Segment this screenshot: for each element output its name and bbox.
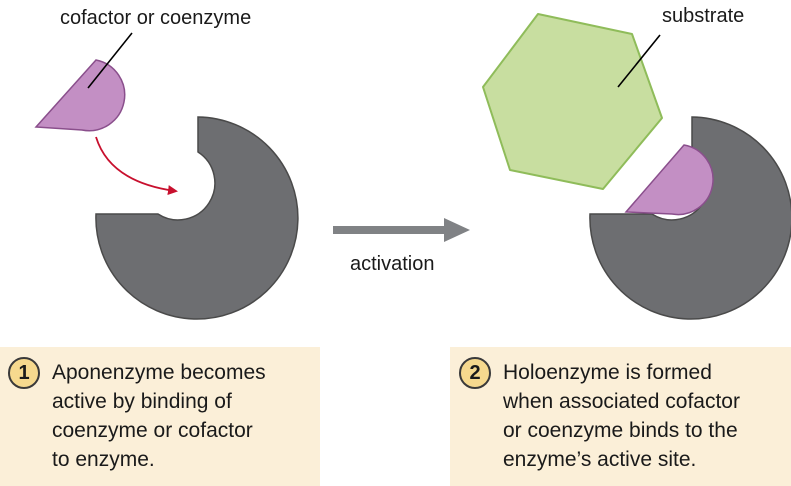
cofactor-label: cofactor or coenzyme bbox=[60, 7, 251, 29]
step-1-line: coenzyme or cofactor bbox=[52, 419, 253, 442]
step-2-badge: 2 bbox=[459, 357, 491, 389]
activation-label: activation bbox=[350, 253, 435, 275]
substrate-label: substrate bbox=[662, 5, 744, 27]
step-1-badge: 1 bbox=[8, 357, 40, 389]
step-2-caption-box bbox=[450, 347, 791, 486]
step-2-line: Holoenzyme is formed bbox=[503, 361, 712, 384]
step-1-line: to enzyme. bbox=[52, 448, 155, 471]
cofactor-leader-line bbox=[87, 32, 133, 89]
step-2-line: or coenzyme binds to the bbox=[503, 419, 738, 442]
substrate-shape bbox=[482, 13, 663, 190]
activation-arrow-head bbox=[444, 218, 470, 242]
cofactor-shape-left bbox=[34, 59, 126, 132]
step-2-line: when associated cofactor bbox=[503, 390, 740, 413]
step-2-caption: Holoenzyme is formed when associated cof… bbox=[503, 358, 740, 474]
cofactor-shape-right bbox=[624, 144, 714, 216]
binding-arrow bbox=[95, 136, 178, 195]
step-1-line: Aponenzyme becomes bbox=[52, 361, 266, 384]
step-2-line: enzyme’s active site. bbox=[503, 448, 697, 471]
substrate-leader-line bbox=[617, 34, 661, 88]
step-1-caption: Aponenzyme becomes active by binding of … bbox=[52, 358, 266, 474]
apoenzyme-shape bbox=[95, 116, 299, 320]
step-1-caption-box bbox=[0, 347, 320, 486]
step-1-line: active by binding of bbox=[52, 390, 232, 413]
